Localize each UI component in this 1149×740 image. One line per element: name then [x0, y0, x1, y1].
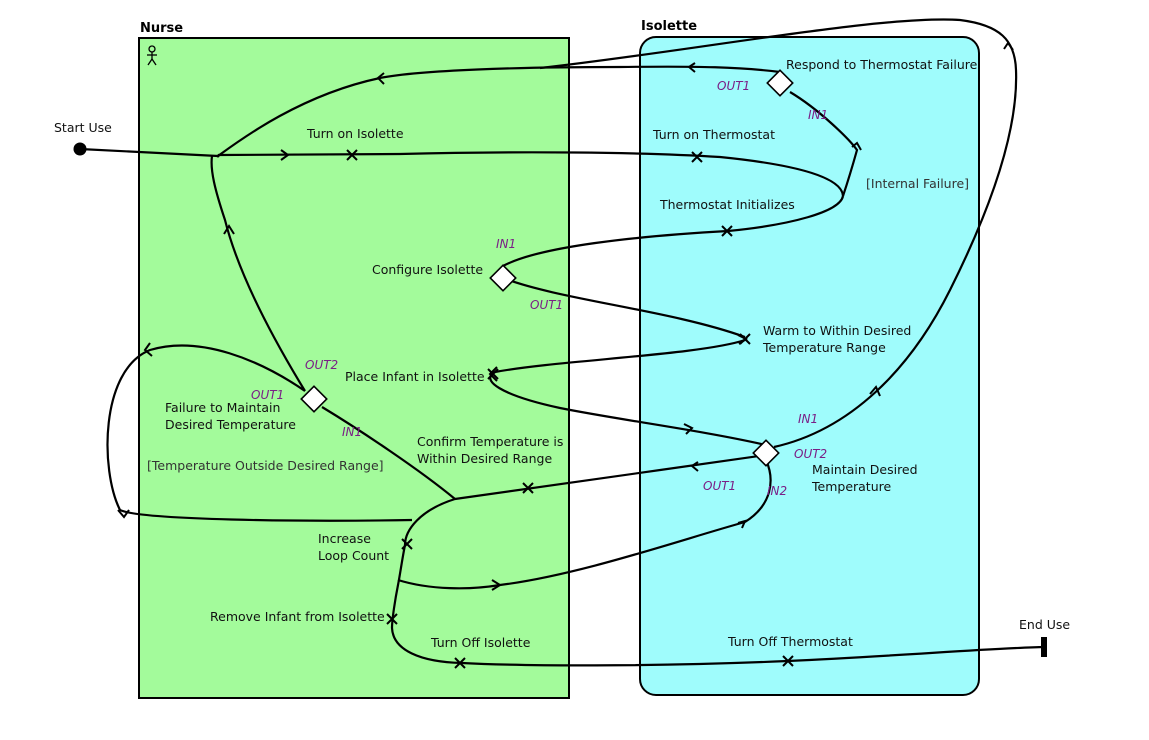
arrowheads [117, 41, 1014, 591]
action-maintain-line2: Temperature [811, 479, 891, 494]
action-turn-on-isolette: Turn on Isolette [306, 126, 404, 141]
port-respond-in1: IN1 [808, 108, 828, 122]
flow-respond-out1 [217, 65, 781, 157]
nurse-lane-title: Nurse [140, 21, 183, 36]
flow-failure-out2 [210, 155, 306, 392]
port-failure-out2: OUT2 [305, 358, 338, 372]
action-increase-line1: Increase [318, 531, 371, 546]
configure-decision-diamond [489, 264, 517, 292]
port-maintain-out1: OUT1 [703, 479, 736, 493]
action-warm-line1: Warm to Within Desired [763, 323, 911, 338]
flow-maintain-out2 [539, 18, 1018, 449]
end-label: End Use [1019, 617, 1070, 632]
action-respond-failure: Respond to Thermostat Failure [786, 57, 978, 72]
flow-maintain-out1 [390, 453, 1046, 667]
port-maintain-in2: IN2 [767, 484, 787, 498]
guard-temp-outside: [Temperature Outside Desired Range] [147, 458, 384, 473]
port-failure-out1: OUT1 [251, 388, 284, 402]
action-turn-on-thermostat: Turn on Thermostat [652, 127, 775, 142]
port-failure-in1: IN1 [342, 425, 362, 439]
action-turn-off-isolette: Turn Off Isolette [430, 635, 531, 650]
respond-decision-diamond [766, 69, 794, 97]
action-confirm-line2: Within Desired Range [417, 451, 552, 466]
action-confirm-line1: Confirm Temperature is [417, 434, 563, 449]
flow-maintain-in2 [397, 520, 746, 590]
flow-respond-in1 [789, 91, 859, 197]
port-maintain-out2: OUT2 [794, 447, 827, 461]
action-turn-off-thermostat: Turn Off Thermostat [727, 634, 853, 649]
flow-configure-warm [502, 276, 746, 339]
flow-failure-out1 [106, 344, 413, 522]
port-respond-out1: OUT1 [717, 79, 750, 93]
action-configure-isolette: Configure Isolette [372, 262, 483, 277]
action-thermostat-initializes: Thermostat Initializes [659, 197, 795, 212]
cross-markers [346, 149, 794, 669]
flow-start [79, 147, 219, 158]
action-place-infant: Place Infant in Isolette [345, 369, 485, 384]
action-increase-line2: Loop Count [318, 548, 389, 563]
action-maintain-line1: Maintain Desired [812, 462, 918, 477]
flow-failure-in1 [321, 406, 456, 500]
flow-initializes [502, 195, 845, 267]
isolette-lane-title: Isolette [641, 19, 697, 34]
port-configure-out1: OUT1 [530, 298, 563, 312]
flow-warm-place [489, 338, 767, 447]
stick-figure-icon [147, 45, 157, 66]
guard-internal-failure: [Internal Failure] [866, 176, 969, 191]
action-failure-line2: Desired Temperature [165, 417, 296, 432]
failure-decision-diamond [300, 385, 328, 413]
start-node [73, 142, 87, 156]
maintain-decision-diamond [752, 439, 780, 467]
end-node [1041, 637, 1047, 657]
action-warm-line2: Temperature Range [762, 340, 886, 355]
action-remove-infant: Remove Infant from Isolette [210, 609, 385, 624]
flow-turn-on [217, 151, 845, 197]
flow-maintain-in2b [744, 459, 772, 523]
fork-junction [216, 154, 220, 158]
isolette-lane [639, 36, 980, 696]
port-maintain-in1: IN1 [798, 412, 818, 426]
port-configure-in1: IN1 [496, 237, 516, 251]
action-failure-line1: Failure to Maintain [165, 400, 280, 415]
start-label: Start Use [54, 120, 112, 135]
